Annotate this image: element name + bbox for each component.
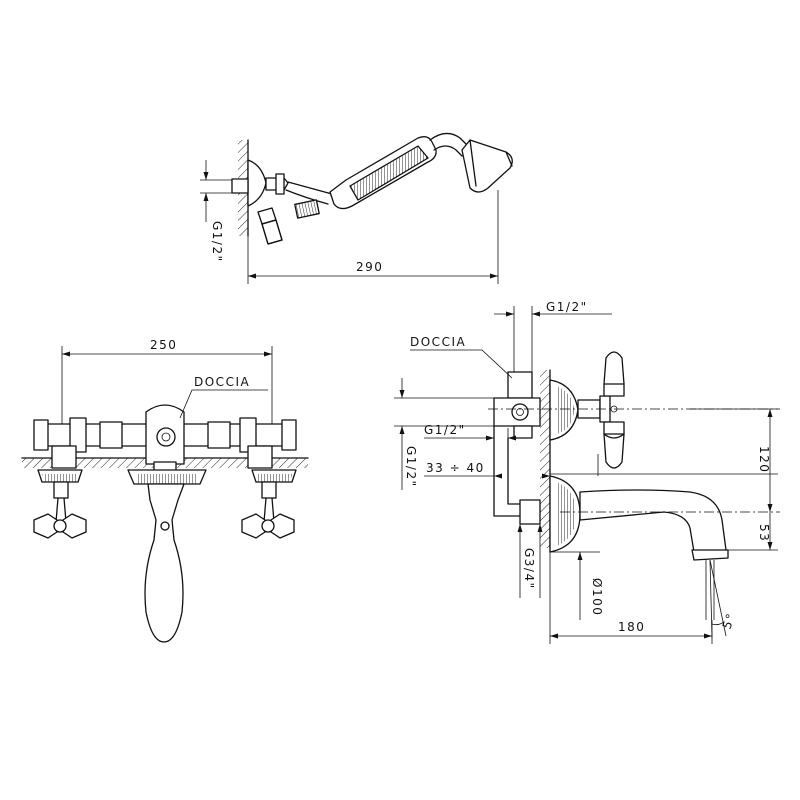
front-view-mixer: 250 DOCCIA [21, 338, 309, 643]
side-angle-label: 5° [720, 611, 739, 631]
front-width-label: 250 [150, 338, 177, 352]
side-doccia-label: DOCCIA [410, 335, 466, 349]
top-width-label: 290 [356, 260, 383, 274]
front-doccia-label: DOCCIA [194, 375, 250, 389]
top-thread-label: G1/2" [210, 221, 224, 263]
side-bottom-thread-label: G3/4" [522, 548, 536, 590]
side-spout-height-label: 53 [757, 524, 771, 542]
side-range-label: 33 ÷ 40 [426, 461, 485, 475]
side-view-mixer: 5° G1/2" DOCCIA G1/2" G1/2" [394, 300, 780, 644]
side-depth-label: 180 [618, 620, 645, 634]
side-height-label: 120 [757, 446, 771, 473]
top-view-hand-shower: 290 G1/2" [200, 132, 513, 284]
side-diameter-label: Ø100 [590, 578, 604, 616]
side-mid-thread-label: G1/2" [424, 423, 466, 437]
side-left-thread-label: G1/2" [404, 446, 418, 488]
side-top-thread-label: G1/2" [546, 300, 588, 314]
